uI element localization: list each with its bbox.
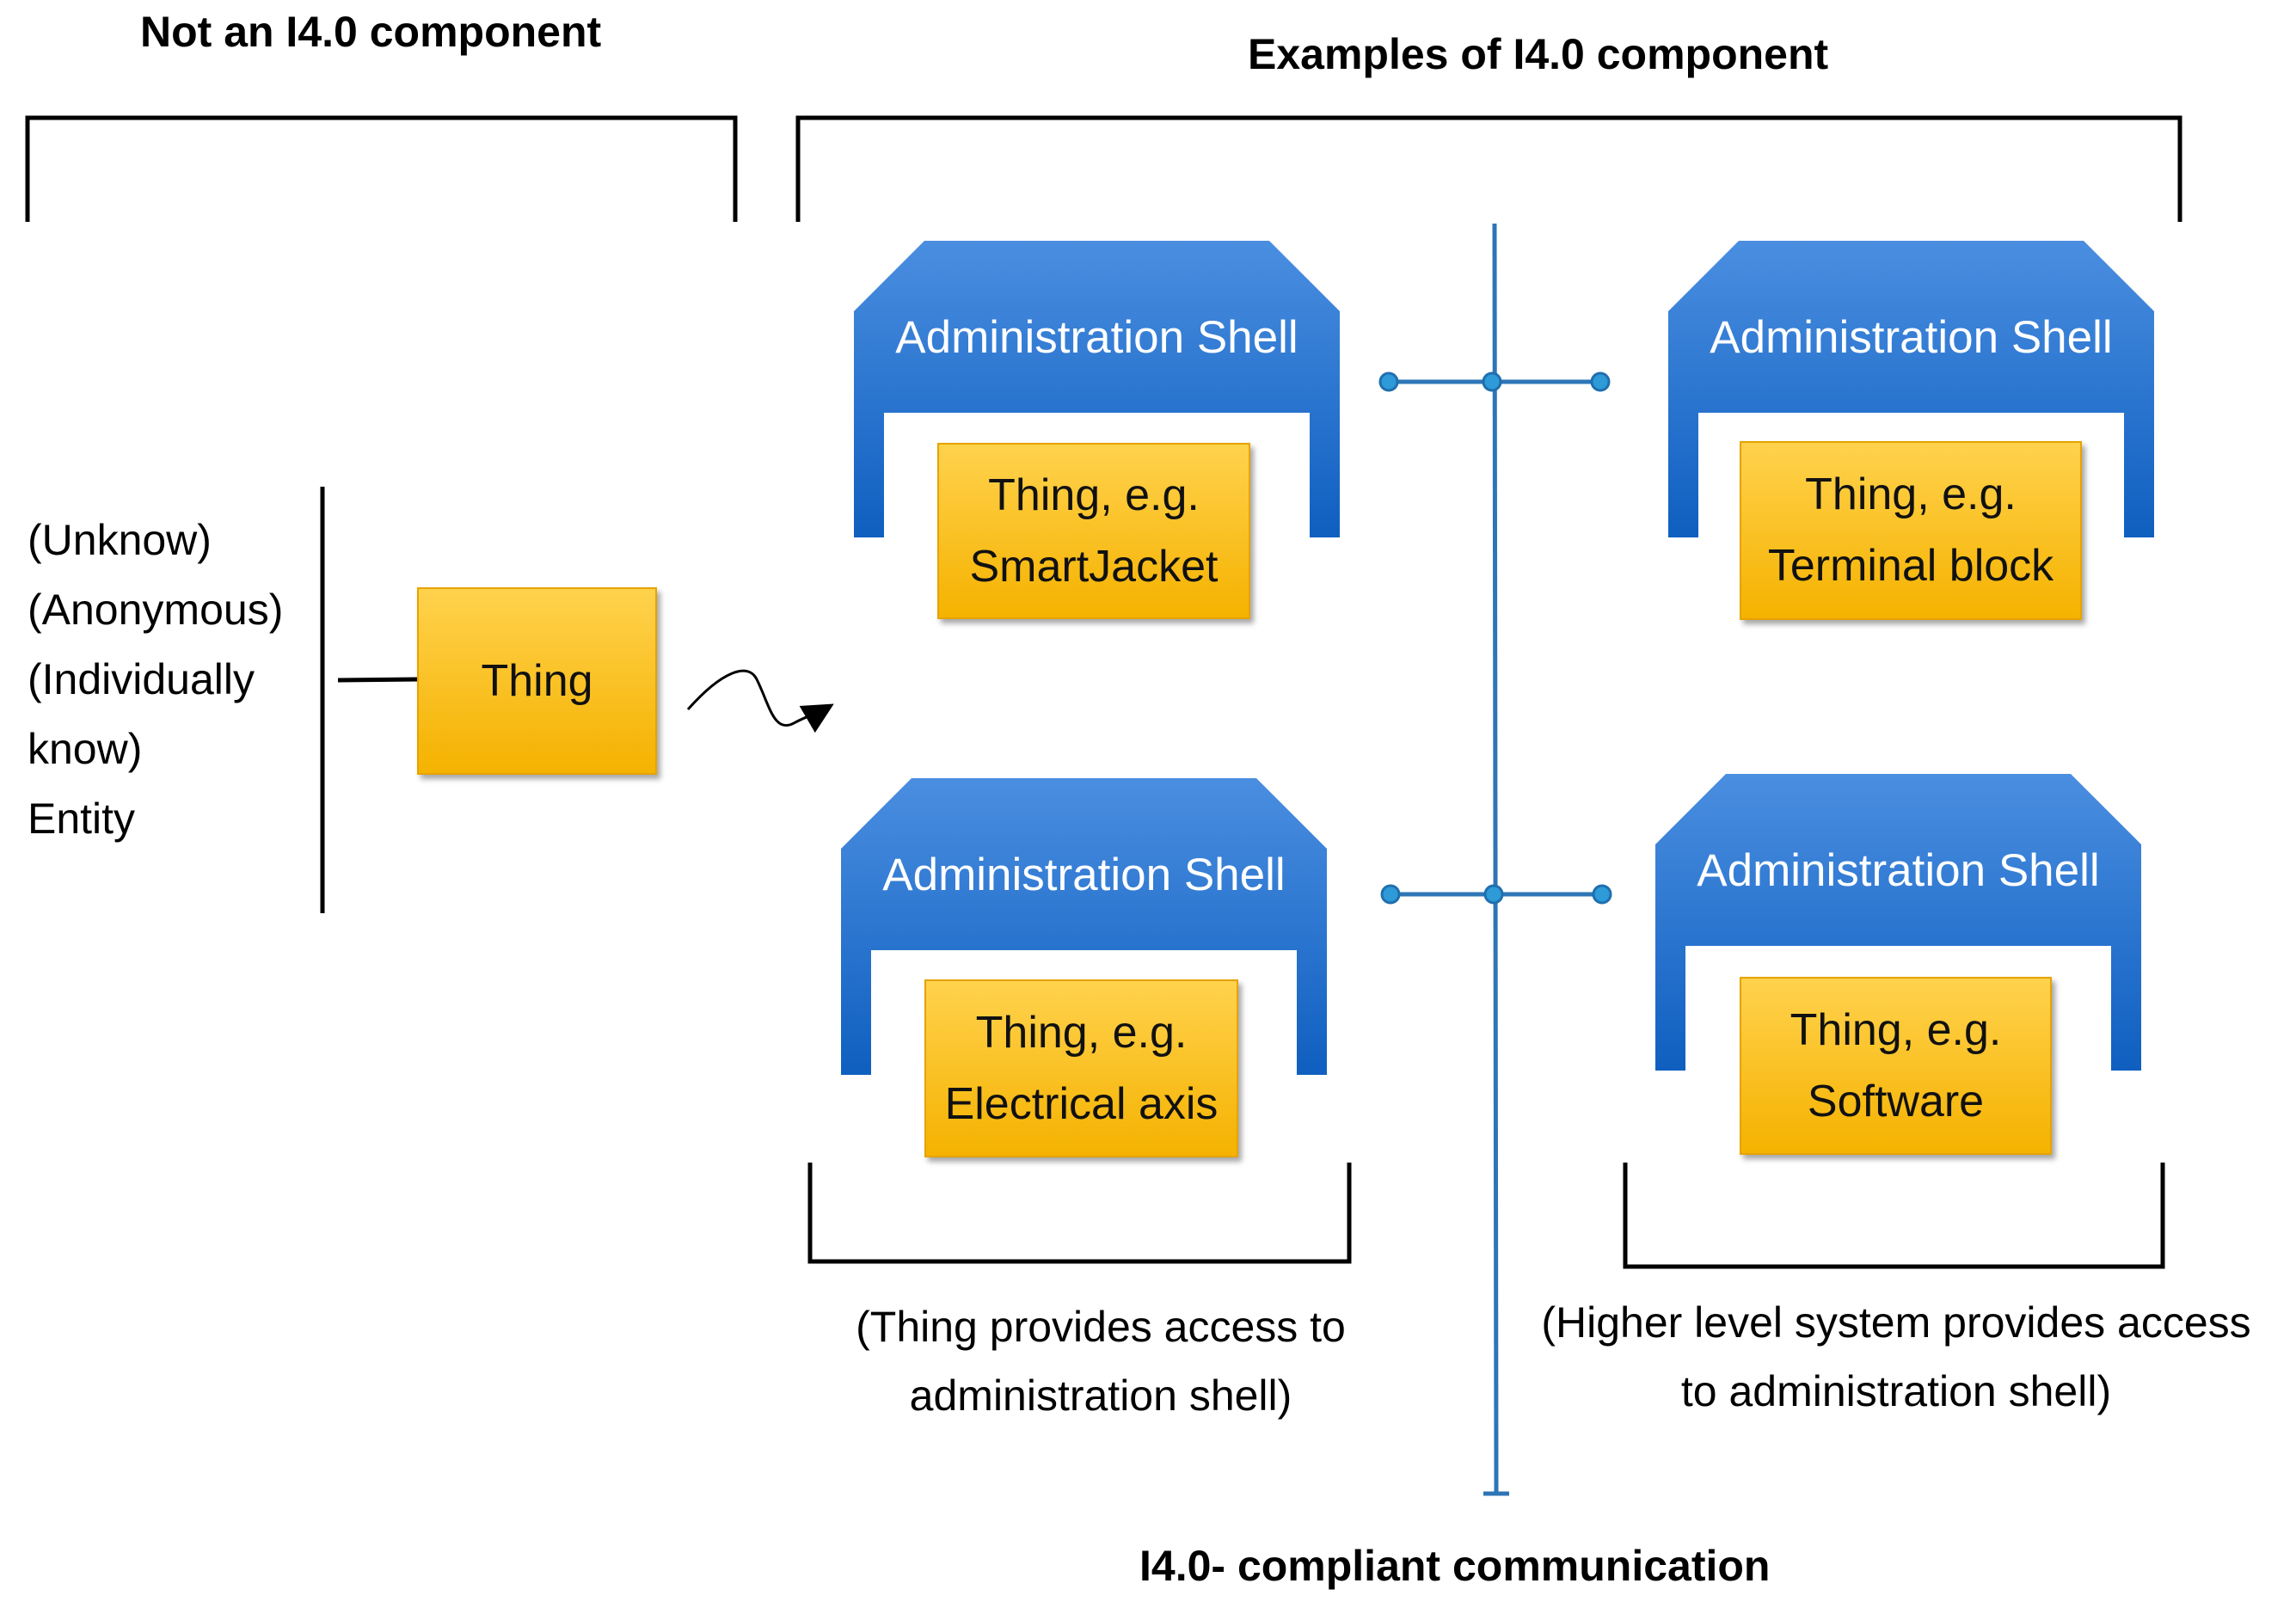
thing-line: Thing, e.g. [975, 1007, 1188, 1058]
thing-box: Thing, e.g. Software [1740, 977, 2052, 1155]
bracket-not-component [25, 115, 738, 222]
communication-bus [1492, 223, 1499, 1494]
caption-higher-level-access: (Higher level system provides access to … [1501, 1288, 2292, 1426]
bus-node [1378, 371, 1399, 392]
thing-box: Thing, e.g. Electrical axis [924, 979, 1238, 1157]
entity-connector [337, 677, 420, 683]
administration-shell: Administration Shell [1655, 774, 2141, 1071]
administration-shell: Administration Shell [854, 241, 1340, 537]
entity-state: (Unknow) [28, 516, 212, 564]
bus-node [1590, 371, 1611, 392]
caption-line: to administration shell) [1680, 1367, 2112, 1415]
entity-state: know) [28, 725, 143, 773]
shell-shape [1655, 774, 2141, 1071]
thing-box: Thing, e.g. Terminal block [1740, 441, 2082, 620]
administration-shell: Administration Shell [841, 778, 1327, 1075]
bus-node [1483, 884, 1504, 905]
heading-examples: Examples of I4.0 component [1248, 30, 1829, 78]
entity-state: (Anonymous) [28, 586, 284, 634]
heading-not-component: Not an I4.0 component [140, 8, 602, 56]
thing-line: Thing, e.g. [1805, 469, 2017, 519]
entity-states: (Unknow) (Anonymous) (Individually know)… [28, 506, 283, 854]
bus-node [1482, 371, 1502, 392]
bracket-right-component [1623, 1163, 2165, 1269]
thing-box: Thing [417, 587, 657, 775]
bus-node [1592, 884, 1612, 905]
thing-box: Thing, e.g. SmartJacket [937, 443, 1250, 619]
shell-label: Administration Shell [1697, 845, 2100, 896]
shell-label: Administration Shell [1710, 312, 2113, 363]
thing-line: Electrical axis [944, 1078, 1219, 1129]
shell-shape [854, 241, 1340, 537]
shell-shape [1668, 241, 2154, 537]
thing-line: Thing, e.g. [988, 469, 1200, 520]
shell-shape [841, 778, 1327, 1075]
thing-label: Thing [481, 655, 593, 706]
entity-state: Entity [28, 795, 136, 843]
administration-shell: Administration Shell [1668, 241, 2154, 537]
thing-line: SmartJacket [969, 541, 1219, 592]
bracket-left-component [807, 1163, 1352, 1264]
shell-label: Administration Shell [895, 312, 1298, 363]
thing-line: Thing, e.g. [1790, 1004, 2002, 1055]
transition-arrow [686, 669, 834, 733]
caption-line: (Thing provides access to [856, 1303, 1346, 1351]
entity-state: (Individually [28, 655, 255, 703]
caption-line: administration shell) [909, 1372, 1292, 1420]
shell-label: Administration Shell [882, 850, 1286, 900]
heading-communication: I4.0- compliant communication [1139, 1542, 1771, 1590]
thing-line: Software [1807, 1076, 1985, 1126]
bus-node [1380, 884, 1401, 905]
bracket-examples [795, 115, 2182, 222]
thing-line: Terminal block [1767, 541, 2054, 591]
caption-thing-access: (Thing provides access to administration… [826, 1292, 1376, 1430]
caption-line: (Higher level system provides access [1541, 1298, 2251, 1347]
